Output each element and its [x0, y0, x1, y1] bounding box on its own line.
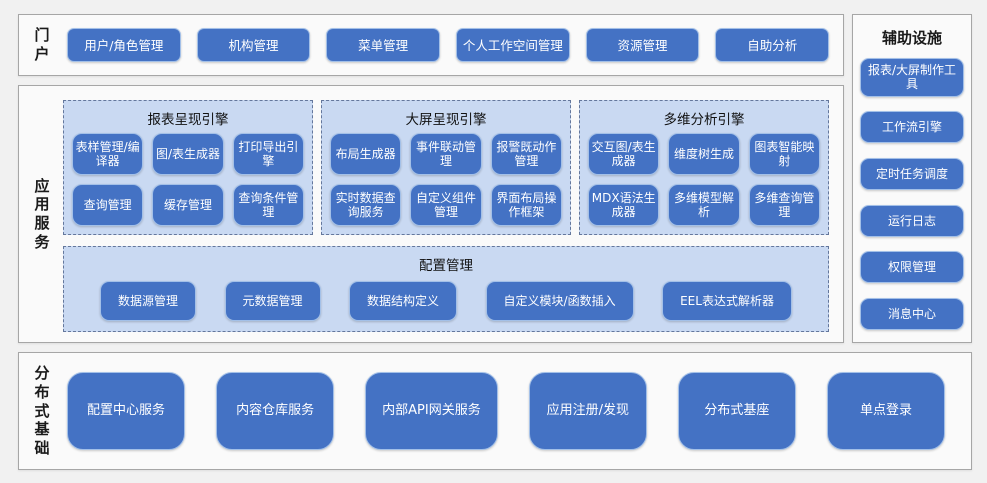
report-engine-button[interactable]: 查询条件管理 — [232, 184, 304, 226]
foundation-button[interactable]: 内部API网关服务 — [365, 372, 498, 450]
portal-section-label: 门户 — [34, 26, 50, 63]
dashboard-engine-button-grid: 布局生成器事件联动管理报警既动作管理实时数据查询服务自定义组件管理界面布局操作框… — [330, 133, 562, 226]
config-management-button[interactable]: 自定义模块/函数插入 — [485, 281, 634, 321]
auxiliary-section: 辅助设施 报表/大屏制作工具工作流引擎定时任务调度运行日志权限管理消息中心 — [852, 14, 972, 343]
portal-button[interactable]: 个人工作空间管理 — [456, 28, 570, 62]
foundation-button[interactable]: 内容仓库服务 — [216, 372, 335, 450]
report-engine-button[interactable]: 打印导出引擎 — [232, 133, 304, 175]
auxiliary-section-title: 辅助设施 — [881, 29, 942, 47]
report-engine-group-title: 报表呈现引擎 — [147, 112, 229, 128]
dashboard-engine-button[interactable]: 自定义组件管理 — [410, 184, 482, 226]
app-services-section: 应用服务 报表呈现引擎 表样管理/编译器图/表生成器打印导出引擎查询管理缓存管理… — [18, 85, 844, 343]
config-management-button[interactable]: 元数据管理 — [224, 281, 321, 321]
dashboard-engine-button[interactable]: 报警既动作管理 — [490, 133, 562, 175]
config-management-group-title: 配置管理 — [419, 258, 473, 274]
olap-engine-button[interactable]: 多维查询管理 — [748, 184, 820, 226]
report-engine-button[interactable]: 查询管理 — [72, 184, 144, 226]
config-management-button-row: 数据源管理元数据管理数据结构定义自定义模块/函数插入 EEL表达式解析器 — [72, 279, 820, 323]
olap-engine-button[interactable]: 交互图/表生成器 — [588, 133, 660, 175]
report-engine-button-grid: 表样管理/编译器图/表生成器打印导出引擎查询管理缓存管理查询条件管理 — [72, 133, 304, 226]
portal-button-row: 用户/角色管理机构管理菜单管理个人工作空间管理资源管理自助分析 — [63, 15, 843, 75]
foundation-section-label: 分布式基础 — [34, 364, 50, 458]
auxiliary-button[interactable]: 定时任务调度 — [860, 158, 964, 191]
config-management-group: 配置管理 数据源管理元数据管理数据结构定义自定义模块/函数插入 EEL表达式解析器 — [63, 246, 829, 332]
config-management-button[interactable]: 数据结构定义 — [349, 281, 458, 321]
foundation-button[interactable]: 分布式基座 — [677, 372, 796, 450]
portal-button[interactable]: 用户/角色管理 — [67, 28, 181, 62]
foundation-section: 分布式基础 配置中心服务内容仓库服务内部API网关服务应用注册/发现分布式基座单… — [18, 352, 972, 470]
report-engine-button[interactable]: 缓存管理 — [152, 184, 224, 226]
report-engine-button[interactable]: 图/表生成器 — [152, 133, 224, 175]
portal-button[interactable]: 自助分析 — [715, 28, 830, 62]
report-engine-group: 报表呈现引擎 表样管理/编译器图/表生成器打印导出引擎查询管理缓存管理查询条件管… — [63, 100, 313, 235]
foundation-button[interactable]: 配置中心服务 — [67, 372, 185, 450]
auxiliary-button-column: 报表/大屏制作工具工作流引擎定时任务调度运行日志权限管理消息中心 — [860, 58, 964, 330]
olap-engine-button[interactable]: 维度树生成 — [668, 133, 740, 175]
olap-engine-group-title: 多维分析引擎 — [663, 112, 745, 128]
foundation-button[interactable]: 应用注册/发现 — [528, 372, 647, 450]
portal-button[interactable]: 机构管理 — [196, 28, 311, 62]
dashboard-engine-button[interactable]: 界面布局操作框架 — [490, 184, 562, 226]
portal-button[interactable]: 菜单管理 — [326, 28, 441, 62]
foundation-button-row: 配置中心服务内容仓库服务内部API网关服务应用注册/发现分布式基座单点登录 — [63, 353, 971, 469]
dashboard-engine-group: 大屏呈现引擎 布局生成器事件联动管理报警既动作管理实时数据查询服务自定义组件管理… — [321, 100, 571, 235]
auxiliary-button[interactable]: 消息中心 — [860, 297, 964, 330]
auxiliary-button[interactable]: 运行日志 — [860, 204, 964, 237]
portal-section: 门户 用户/角色管理机构管理菜单管理个人工作空间管理资源管理自助分析 — [18, 14, 844, 76]
app-services-section-label: 应用服务 — [34, 176, 50, 251]
portal-button[interactable]: 资源管理 — [585, 28, 700, 62]
report-engine-button[interactable]: 表样管理/编译器 — [72, 133, 144, 175]
auxiliary-button[interactable]: 权限管理 — [860, 251, 964, 284]
engine-groups-row: 报表呈现引擎 表样管理/编译器图/表生成器打印导出引擎查询管理缓存管理查询条件管… — [63, 100, 829, 235]
config-management-button[interactable]: 数据源管理 — [100, 281, 197, 321]
olap-engine-button[interactable]: 图表智能映射 — [748, 133, 820, 175]
dashboard-engine-button[interactable]: 事件联动管理 — [410, 133, 482, 175]
config-management-button[interactable]: EEL表达式解析器 — [662, 281, 792, 321]
olap-engine-button-grid: 交互图/表生成器维度树生成图表智能映射 MDX语法生成器多维模型解析多维查询管理 — [588, 133, 820, 226]
dashboard-engine-group-title: 大屏呈现引擎 — [405, 112, 487, 128]
olap-engine-group: 多维分析引擎 交互图/表生成器维度树生成图表智能映射 MDX语法生成器多维模型解析… — [579, 100, 829, 235]
app-services-content: 报表呈现引擎 表样管理/编译器图/表生成器打印导出引擎查询管理缓存管理查询条件管… — [63, 86, 843, 342]
olap-engine-button[interactable]: MDX语法生成器 — [588, 184, 660, 226]
dashboard-engine-button[interactable]: 布局生成器 — [330, 133, 402, 175]
dashboard-engine-button[interactable]: 实时数据查询服务 — [330, 184, 402, 226]
olap-engine-button[interactable]: 多维模型解析 — [668, 184, 740, 226]
foundation-button[interactable]: 单点登录 — [826, 372, 945, 450]
auxiliary-button[interactable]: 工作流引擎 — [860, 111, 964, 144]
auxiliary-button[interactable]: 报表/大屏制作工具 — [860, 58, 964, 97]
